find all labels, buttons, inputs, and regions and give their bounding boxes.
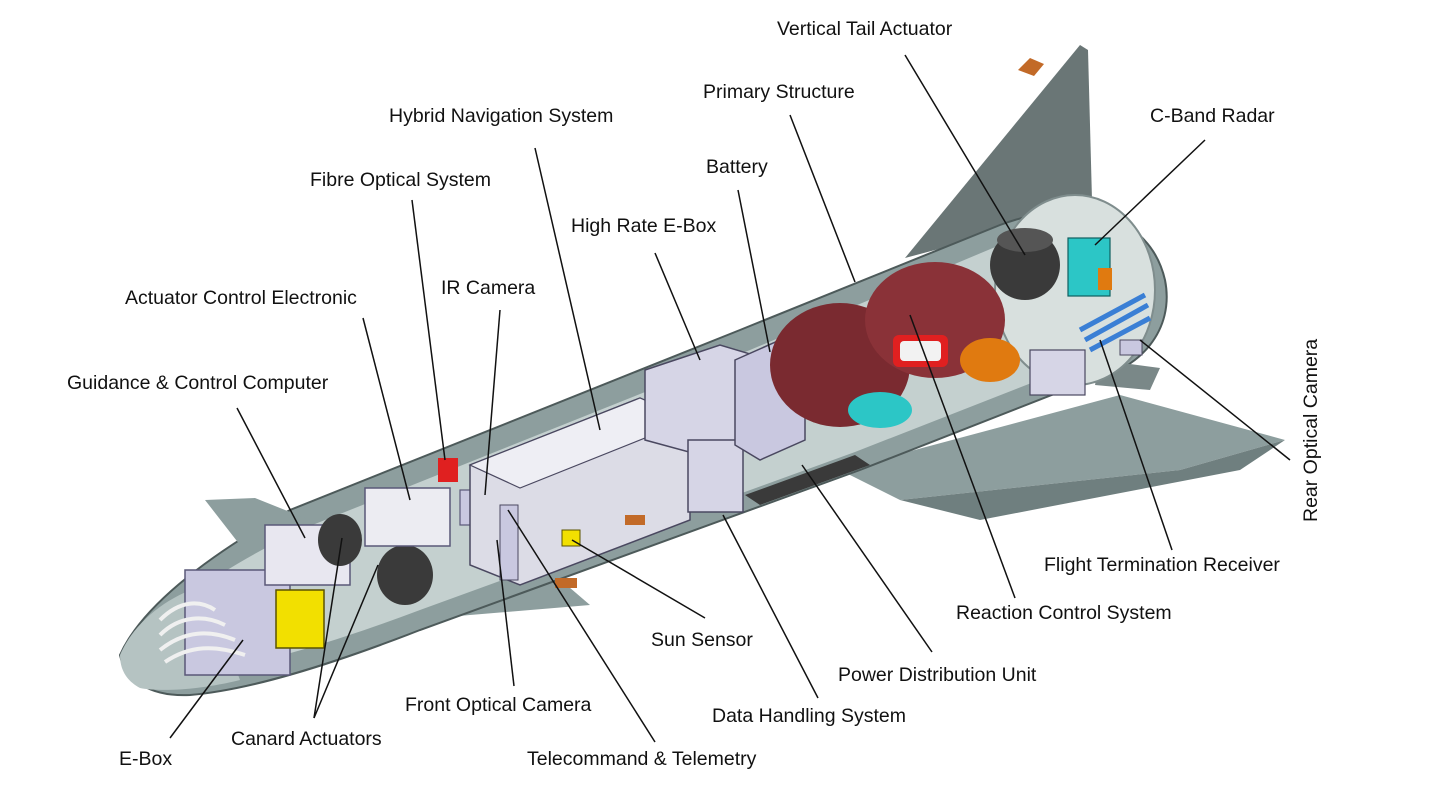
reaction-control-cylinder-cyan [848, 392, 912, 428]
reaction-control-cylinder-orange [960, 338, 1020, 382]
leader-canard-actuators-a [313, 537, 343, 719]
leader-ir-camera [484, 309, 501, 496]
canard-actuator-upper [318, 514, 362, 566]
right-wing-underside [900, 440, 1285, 520]
rear-blue-tubes [1078, 292, 1152, 353]
label-actuator-control-electronic: Actuator Control Electronic [125, 287, 357, 309]
vertical-tail-actuator-top [997, 228, 1053, 252]
label-front-optical-camera: Front Optical Camera [405, 694, 592, 716]
label-ir-camera: IR Camera [441, 277, 536, 299]
leader-flight-termination-receiver [1099, 339, 1173, 551]
label-c-band-radar: C-Band Radar [1150, 105, 1275, 127]
e-box-cables [158, 601, 246, 664]
mount-tab-2 [625, 515, 645, 525]
leader-e-box [169, 639, 244, 739]
label-fibre-optical-system: Fibre Optical System [310, 169, 491, 191]
leader-guidance-control-computer [236, 407, 306, 539]
label-rear-optical-camera: Rear Optical Camera [1300, 338, 1322, 522]
leader-hybrid-navigation-system [534, 147, 601, 431]
tank-badge-inner [900, 341, 941, 361]
leader-actuator-control-electronic [362, 317, 411, 501]
label-canard-actuators: Canard Actuators [231, 728, 382, 750]
label-high-rate-e-box: High Rate E-Box [571, 215, 717, 237]
leader-reaction-control-system [909, 314, 1016, 599]
leader-rear-optical-camera [1139, 339, 1291, 461]
vertical-tail-fin-tip [1018, 58, 1044, 76]
leader-front-optical-camera [496, 539, 515, 687]
label-sun-sensor: Sun Sensor [651, 629, 753, 651]
leader-vertical-tail-actuator [904, 54, 1026, 256]
leader-canard-actuators-b [313, 564, 379, 719]
label-flight-termination-receiver: Flight Termination Receiver [1044, 554, 1280, 576]
data-handling-system-unit [687, 439, 744, 513]
e-box-yellow-module [275, 589, 325, 649]
e-box-unit [184, 569, 291, 676]
front-canard-fin [205, 498, 310, 545]
label-e-box: E-Box [119, 748, 173, 770]
actuator-control-electronic-unit [364, 487, 451, 547]
c-band-radar-orange [1098, 268, 1112, 290]
label-data-handling-system: Data Handling System [712, 705, 907, 727]
label-power-distribution-unit: Power Distribution Unit [838, 664, 1037, 686]
label-guidance-control-computer: Guidance & Control Computer [67, 372, 329, 394]
leader-high-rate-e-box [654, 252, 701, 361]
leader-sun-sensor [571, 539, 706, 619]
leader-c-band-radar [1094, 139, 1206, 246]
canard-actuator-lower [377, 545, 433, 605]
leader-battery [737, 189, 771, 353]
label-primary-structure: Primary Structure [703, 81, 855, 103]
mount-tab-1 [555, 578, 577, 588]
label-telecommand-telemetry: Telecommand & Telemetry [527, 748, 757, 770]
leader-data-handling-system [722, 514, 819, 699]
telecommand-telemetry-unit [499, 504, 519, 581]
label-hybrid-navigation-system: Hybrid Navigation System [389, 105, 614, 127]
fibre-optical-system-unit [438, 458, 458, 482]
flight-termination-receiver-unit [1029, 349, 1086, 396]
leader-telecommand-telemetry [507, 509, 656, 743]
right-wing [840, 395, 1285, 500]
leader-primary-structure [789, 114, 856, 283]
label-reaction-control-system: Reaction Control System [956, 602, 1172, 624]
rear-optical-camera-unit [1119, 339, 1143, 356]
label-vertical-tail-actuator: Vertical Tail Actuator [777, 18, 953, 40]
leader-fibre-optical-system [411, 199, 446, 461]
leader-power-distribution-unit [801, 464, 933, 653]
label-battery: Battery [706, 156, 768, 178]
power-distribution-unit [745, 455, 870, 505]
